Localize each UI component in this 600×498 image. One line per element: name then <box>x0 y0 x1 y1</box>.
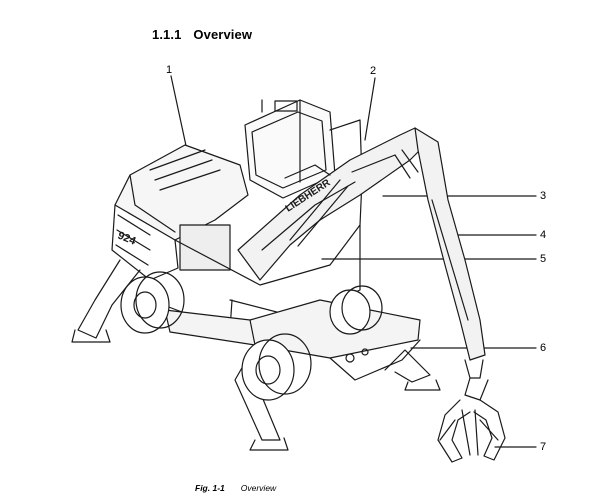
callout-2: 2 <box>370 65 377 77</box>
section-heading: 1.1.1 Overview <box>152 27 252 42</box>
figure-caption: Fig. 1-1 Overview <box>195 483 276 493</box>
callout-4: 4 <box>540 229 547 241</box>
section-number: 1.1.1 <box>152 27 182 42</box>
callout-1: 1 <box>166 64 173 76</box>
callout-5: 5 <box>540 253 547 265</box>
section-title: Overview <box>193 27 253 42</box>
figure-number: Fig. 1-1 <box>195 483 225 493</box>
figure-caption-text: Overview <box>240 483 277 493</box>
callout-7: 7 <box>540 441 547 453</box>
callout-6: 6 <box>540 342 547 354</box>
callout-3: 3 <box>540 190 547 202</box>
svg-text:924: 924 <box>116 230 138 248</box>
